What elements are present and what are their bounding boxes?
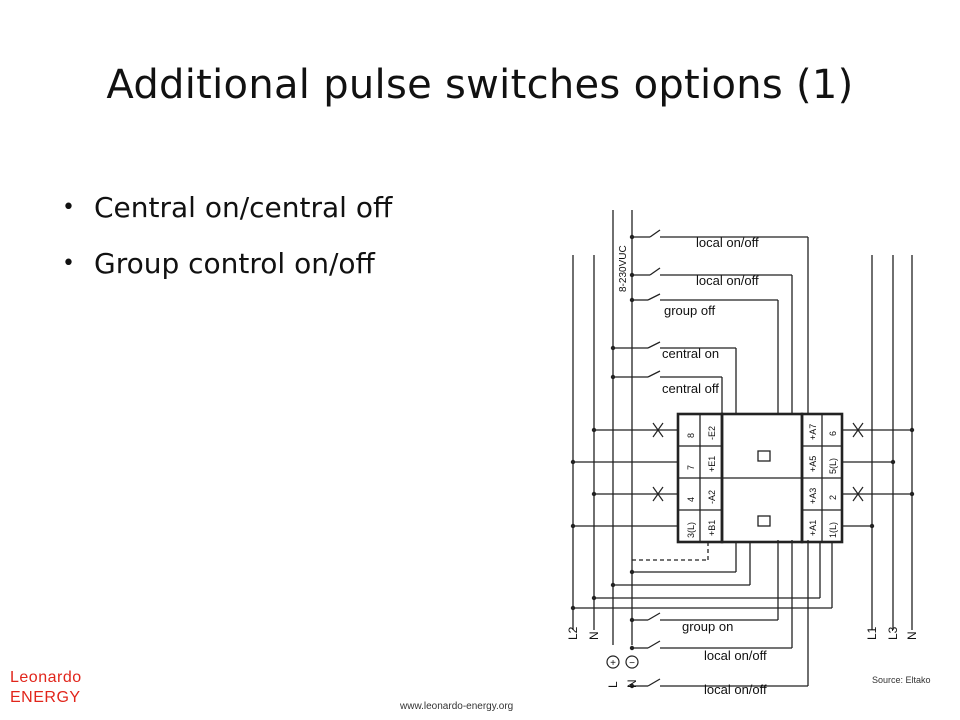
terminal-label: -A2 <box>707 490 717 504</box>
bullet-text: Central on/central off <box>94 191 393 224</box>
terminal-label: +A5 <box>808 456 818 472</box>
terminal-label: 1(L) <box>828 522 838 538</box>
switch-label-local-1: local on/off <box>696 235 759 250</box>
supply-plus-icon: + <box>610 658 616 669</box>
terminal-label: 7 <box>686 465 696 470</box>
terminal-label: 4 <box>686 497 696 502</box>
switch-label-local-4: local on/off <box>704 682 767 697</box>
bullet-item: • Group control on/off <box>58 236 392 292</box>
bus-label-l2: L2 <box>566 626 580 640</box>
supply-minus-icon: − <box>629 658 635 669</box>
terminal-label: +A3 <box>808 488 818 504</box>
logo-line-1: Leonardo <box>10 669 82 686</box>
bullet-list: • Central on/central off • Group control o… <box>58 180 392 292</box>
wiring-diagram: local on/off local on/off group off cent… <box>566 210 919 697</box>
voltage-label: 8-230VUC <box>618 245 629 292</box>
leonardo-energy-logo: Leonardo ENERGY <box>10 668 82 708</box>
terminal-label: +B1 <box>707 520 717 536</box>
logo-line-2: ENERGY <box>10 689 81 706</box>
terminal-label: 8 <box>686 433 696 438</box>
slide-title: Additional pulse switches options (1) <box>106 62 854 108</box>
supply-label-n: N <box>625 679 639 688</box>
switch-label-group-off: group off <box>664 303 715 318</box>
switch-label-central-off: central off <box>662 381 719 396</box>
switch-label-central-on: central on <box>662 346 719 361</box>
supply-label-l: L <box>606 681 620 688</box>
bus-label-n: N <box>587 631 601 640</box>
switch-label-local-2: local on/off <box>696 273 759 288</box>
terminal-label: -E2 <box>707 426 717 440</box>
bus-label-l1: L1 <box>865 626 879 640</box>
switch-label-local-3: local on/off <box>704 648 767 663</box>
bullet-dot-icon: • <box>62 195 75 220</box>
terminal-label: +A1 <box>808 520 818 536</box>
terminal-label: 2 <box>828 495 838 500</box>
terminal-label: +A7 <box>808 424 818 440</box>
terminal-label: 3(L) <box>686 522 696 538</box>
bus-label-n-right: N <box>905 631 919 640</box>
bullet-item: • Central on/central off <box>58 180 392 236</box>
bus-label-l3: L3 <box>886 626 900 640</box>
footer-url: www.leonardo-energy.org <box>400 701 514 712</box>
source-note: Source: Eltako <box>872 675 931 685</box>
terminal-label: 6 <box>828 431 838 436</box>
terminal-label: 5(L) <box>828 458 838 474</box>
bullet-dot-icon: • <box>62 251 75 276</box>
bullet-text: Group control on/off <box>94 247 375 280</box>
switch-label-group-on: group on <box>682 619 733 634</box>
terminal-label: +E1 <box>707 456 717 472</box>
